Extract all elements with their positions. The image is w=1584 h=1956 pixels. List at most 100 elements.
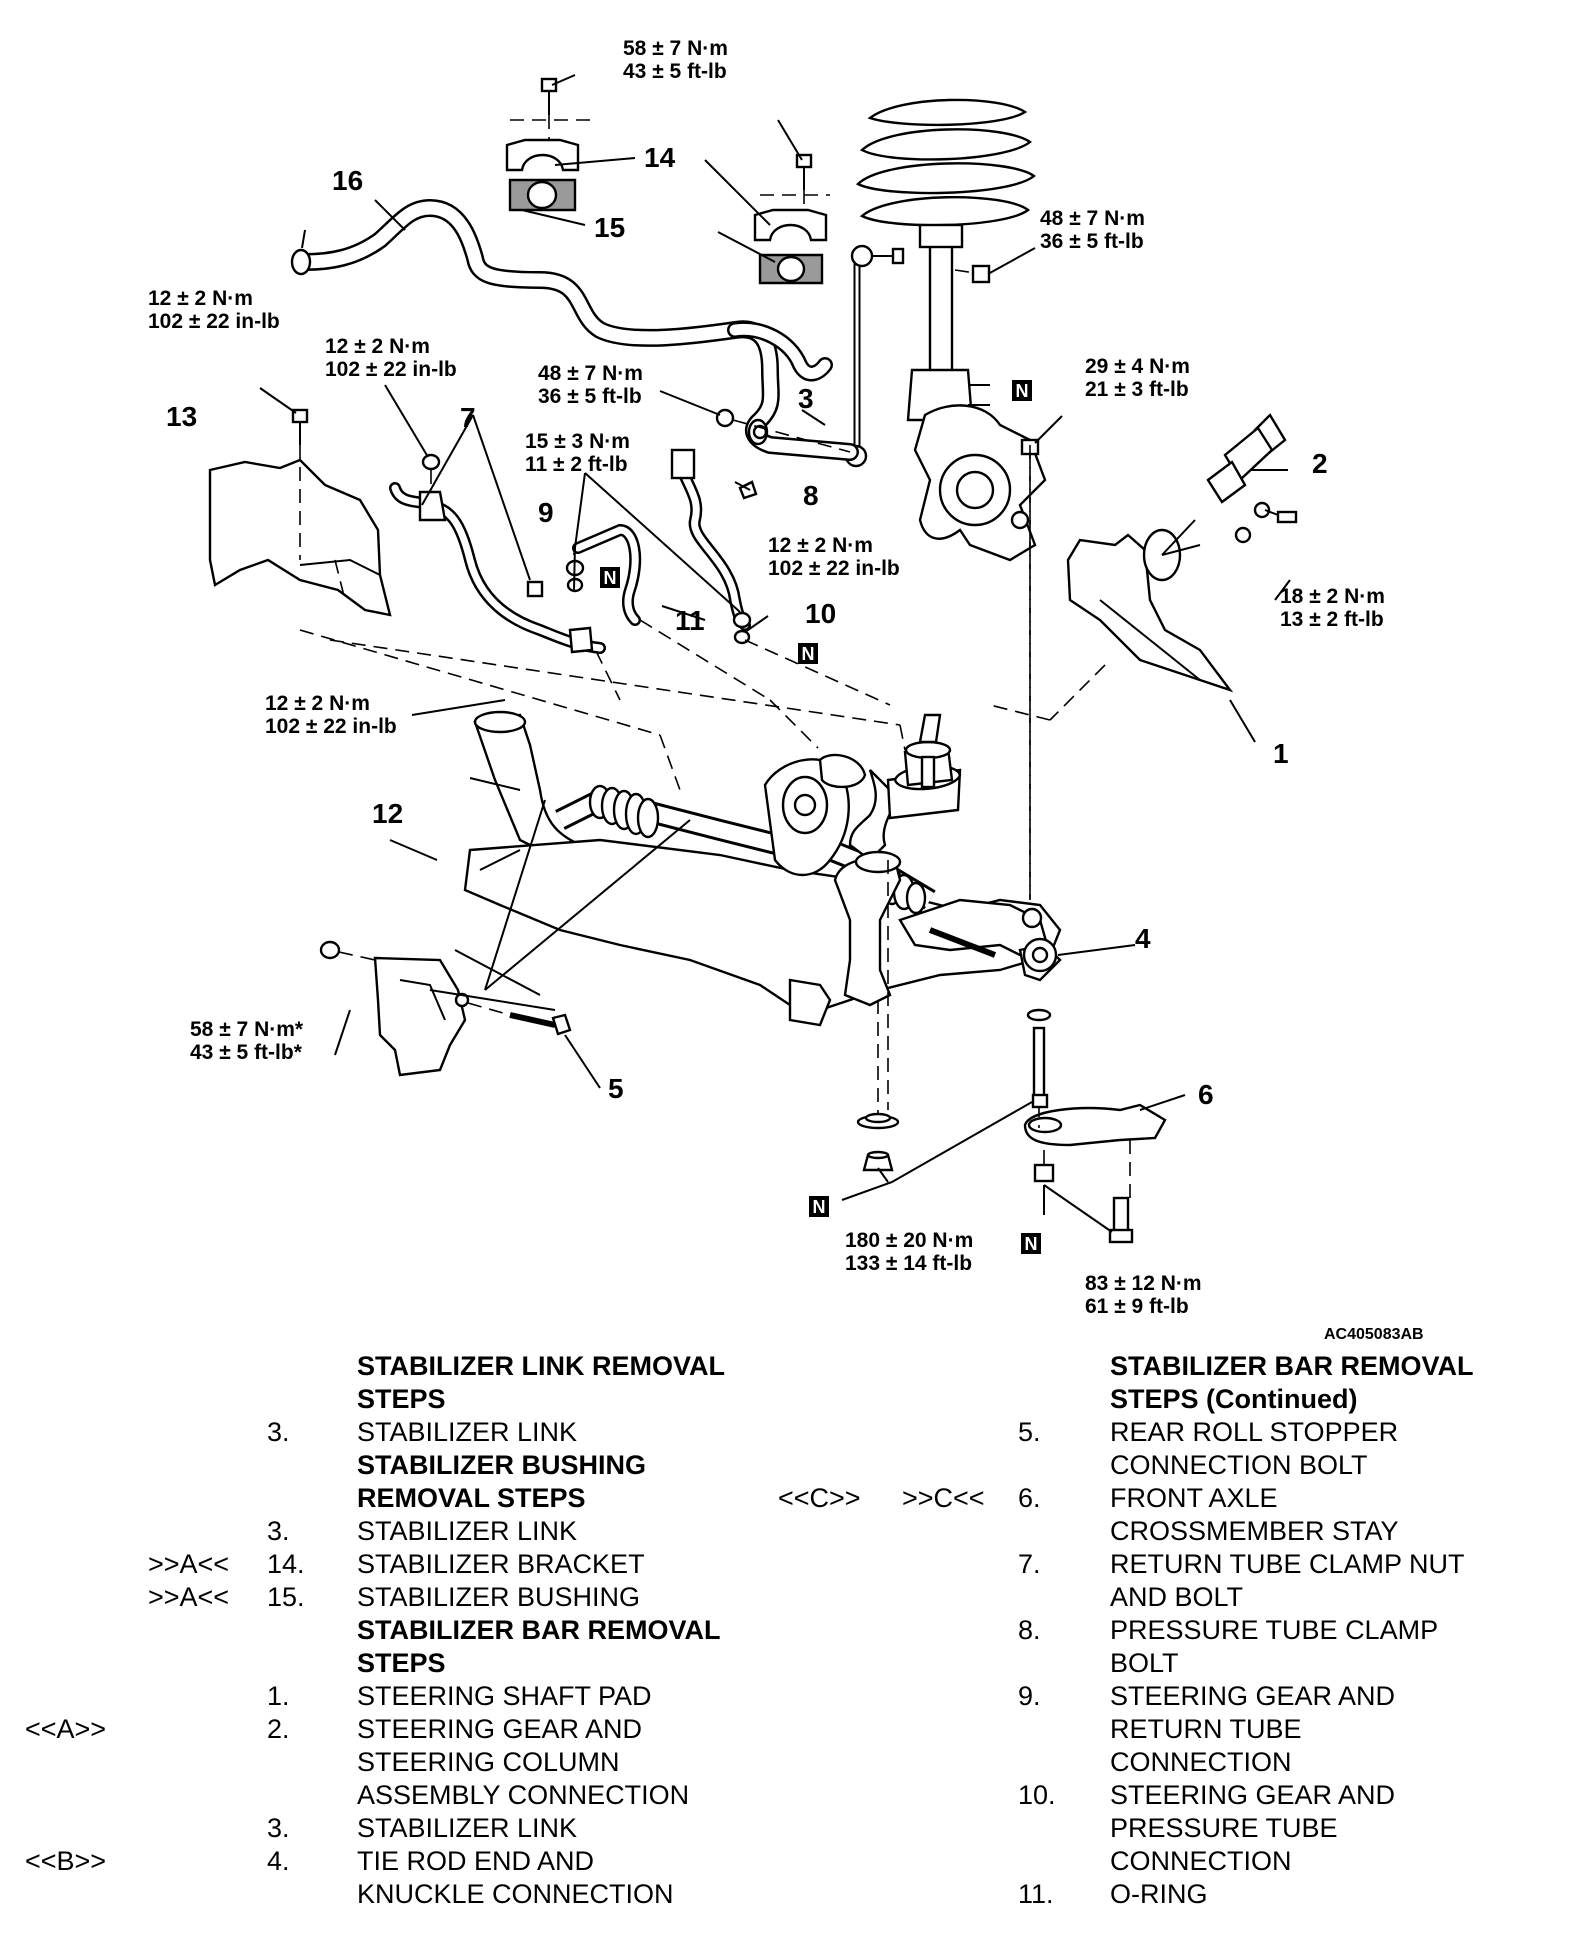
stabilizer-bushing-left — [508, 178, 577, 212]
torque-return-clamp-nm: 12 ± 2 N·m — [325, 335, 430, 358]
torque-crossmember-nm: 180 ± 20 N·m — [845, 1229, 973, 1252]
left-step-row: KNUCKLE CONNECTION — [0, 1878, 760, 1911]
steering-knuckle — [913, 404, 1047, 562]
left-step-row: >>A<< 15. STABILIZER BUSHING — [0, 1581, 760, 1614]
step-text: STEERING COLUMN — [357, 1747, 620, 1777]
torque-pressure-clamp-nm: 12 ± 2 N·m — [768, 534, 873, 557]
exploded-parts-diagram: 1 2 3 4 5 6 7 8 9 10 11 12 13 14 15 16 5… — [148, 37, 1424, 1343]
step-text: TIE ROD END AND — [357, 1846, 595, 1876]
torque-strut-nm: 48 ± 7 N·m — [1040, 207, 1145, 230]
step-number: 15. — [267, 1582, 305, 1612]
step-text: STABILIZER BAR REMOVAL — [1110, 1351, 1474, 1381]
step-text: STABILIZER LINK — [357, 1516, 578, 1546]
right-step-row: AND BOLT — [0, 1581, 1584, 1614]
n-marker-crossmember-nut: N — [809, 1196, 829, 1217]
step-text: STABILIZER LINK — [357, 1417, 578, 1447]
step-number: 3. — [267, 1417, 290, 1447]
right-step-row: 8.PRESSURE TUBE CLAMP — [0, 1614, 1584, 1647]
step-text: CONNECTION — [1110, 1747, 1292, 1777]
reference-mark-2: >>C<< — [902, 1483, 985, 1513]
step-number: 9. — [1018, 1681, 1041, 1711]
left-step-row: STEERING COLUMN — [0, 1746, 760, 1779]
step-text: STABILIZER BUSHING — [357, 1582, 641, 1612]
step-text: STEERING GEAR AND — [1110, 1780, 1396, 1810]
svg-text:N: N — [1016, 381, 1029, 401]
strut-assembly-drawing — [855, 98, 1036, 422]
step-text: REMOVAL STEPS — [357, 1483, 586, 1513]
n-marker-stay-nut: N — [1021, 1233, 1041, 1254]
step-number: 4. — [267, 1846, 290, 1876]
callout-12: 12 — [372, 798, 403, 829]
crossmember-stay — [1023, 1103, 1167, 1200]
step-text: REAR ROLL STOPPER — [1110, 1417, 1399, 1447]
step-text: STEPS (Continued) — [1110, 1384, 1358, 1414]
torque-knuckle-nm: 29 ± 4 N·m — [1085, 355, 1190, 378]
right-step-row: 7.RETURN TUBE CLAMP NUT — [0, 1548, 1584, 1581]
step-number: 10. — [1018, 1780, 1056, 1810]
step-text: CONNECTION — [1110, 1846, 1292, 1876]
torque-strut-ftlb: 36 ± 5 ft-lb — [1040, 230, 1144, 253]
left-step-row: ASSEMBLY CONNECTION — [0, 1779, 760, 1812]
step-text: O-RING — [1110, 1879, 1208, 1909]
stud-bolt — [1026, 1008, 1052, 1128]
stabilizer-bar — [290, 198, 859, 461]
figure-id: AC405083AB — [1324, 1326, 1424, 1343]
crossmember-assembly — [463, 710, 1062, 1027]
callout-15: 15 — [594, 212, 625, 243]
svg-text:N: N — [813, 1197, 826, 1217]
step-number: 11. — [1018, 1879, 1054, 1909]
strut-lower-nut — [954, 264, 991, 284]
torque-knuckle-ftlb: 21 ± 3 ft-lb — [1085, 378, 1189, 401]
step-text: STABILIZER BAR REMOVAL — [357, 1615, 721, 1645]
right-step-row: 11. O-RING — [0, 1878, 1584, 1911]
step-text: STABILIZER BUSHING — [357, 1450, 646, 1480]
left-step-row: STEPS — [0, 1647, 760, 1680]
step-text: RETURN TUBE — [1110, 1714, 1302, 1744]
torque-bracket-bolt-nm: 58 ± 7 N·m — [623, 37, 728, 60]
svg-text:N: N — [802, 644, 815, 664]
reference-mark-2: >>A<< — [148, 1582, 230, 1612]
step-text: STEPS — [357, 1648, 446, 1678]
torque-shaft-joint-nm: 18 ± 2 N·m — [1280, 585, 1385, 608]
reference-mark-1: <<B>> — [25, 1846, 107, 1876]
right-step-row: CONNECTION — [0, 1746, 1584, 1779]
coil-spring — [855, 98, 1036, 227]
callout-5: 5 — [608, 1073, 624, 1104]
left-step-row: 3.STABILIZER LINK — [0, 1515, 760, 1548]
torque-clamp-nut-nm: 12 ± 2 N·m — [265, 692, 370, 715]
torque-heat-protector-inlb: 102 ± 22 in-lb — [148, 310, 280, 333]
torque-link-nm: 48 ± 7 N·m — [538, 362, 643, 385]
step-text: ASSEMBLY CONNECTION — [357, 1780, 690, 1810]
step-text: STEPS — [357, 1384, 446, 1414]
right-step-row: STEPS (Continued) — [0, 1383, 1584, 1416]
torque-bracket-bolt-ftlb: 43 ± 5 ft-lb — [623, 60, 727, 83]
steering-shaft-joint — [1206, 413, 1298, 544]
torque-link-ftlb: 36 ± 5 ft-lb — [538, 385, 642, 408]
right-step-row: CONNECTION BOLT — [0, 1449, 1584, 1482]
callout-10: 10 — [805, 598, 836, 629]
left-step-row: REMOVAL STEPS — [0, 1482, 760, 1515]
right-step-row: BOLT — [0, 1647, 1584, 1680]
step-number: 5. — [1018, 1417, 1041, 1447]
callout-13: 13 — [166, 401, 197, 432]
torque-return-tube-ftlb: 11 ± 2 ft-lb — [525, 453, 628, 476]
alignment-lines — [299, 445, 1031, 1110]
rack-boot-left — [588, 784, 660, 839]
torque-heat-protector-nm: 12 ± 2 N·m — [148, 287, 253, 310]
crossmember-washer — [856, 1000, 900, 1130]
step-text: AND BOLT — [1110, 1582, 1244, 1612]
reference-mark-1: <<C>> — [778, 1483, 861, 1513]
callout-8: 8 — [803, 480, 819, 511]
left-step-row: STABILIZER BAR REMOVAL — [0, 1614, 760, 1647]
crossmember-nut — [862, 1150, 894, 1172]
step-number: 14. — [267, 1549, 305, 1579]
step-text: CONNECTION BOLT — [1110, 1450, 1368, 1480]
stabilizer-bracket-right — [753, 208, 828, 242]
left-step-row: 1.STEERING SHAFT PAD — [0, 1680, 760, 1713]
heat-protector — [208, 445, 392, 617]
right-step-row: PRESSURE TUBE — [0, 1812, 1584, 1845]
left-step-row: STEPS — [0, 1383, 760, 1416]
right-step-row: 9.STEERING GEAR AND — [0, 1680, 1584, 1713]
callout-9: 9 — [538, 497, 554, 528]
